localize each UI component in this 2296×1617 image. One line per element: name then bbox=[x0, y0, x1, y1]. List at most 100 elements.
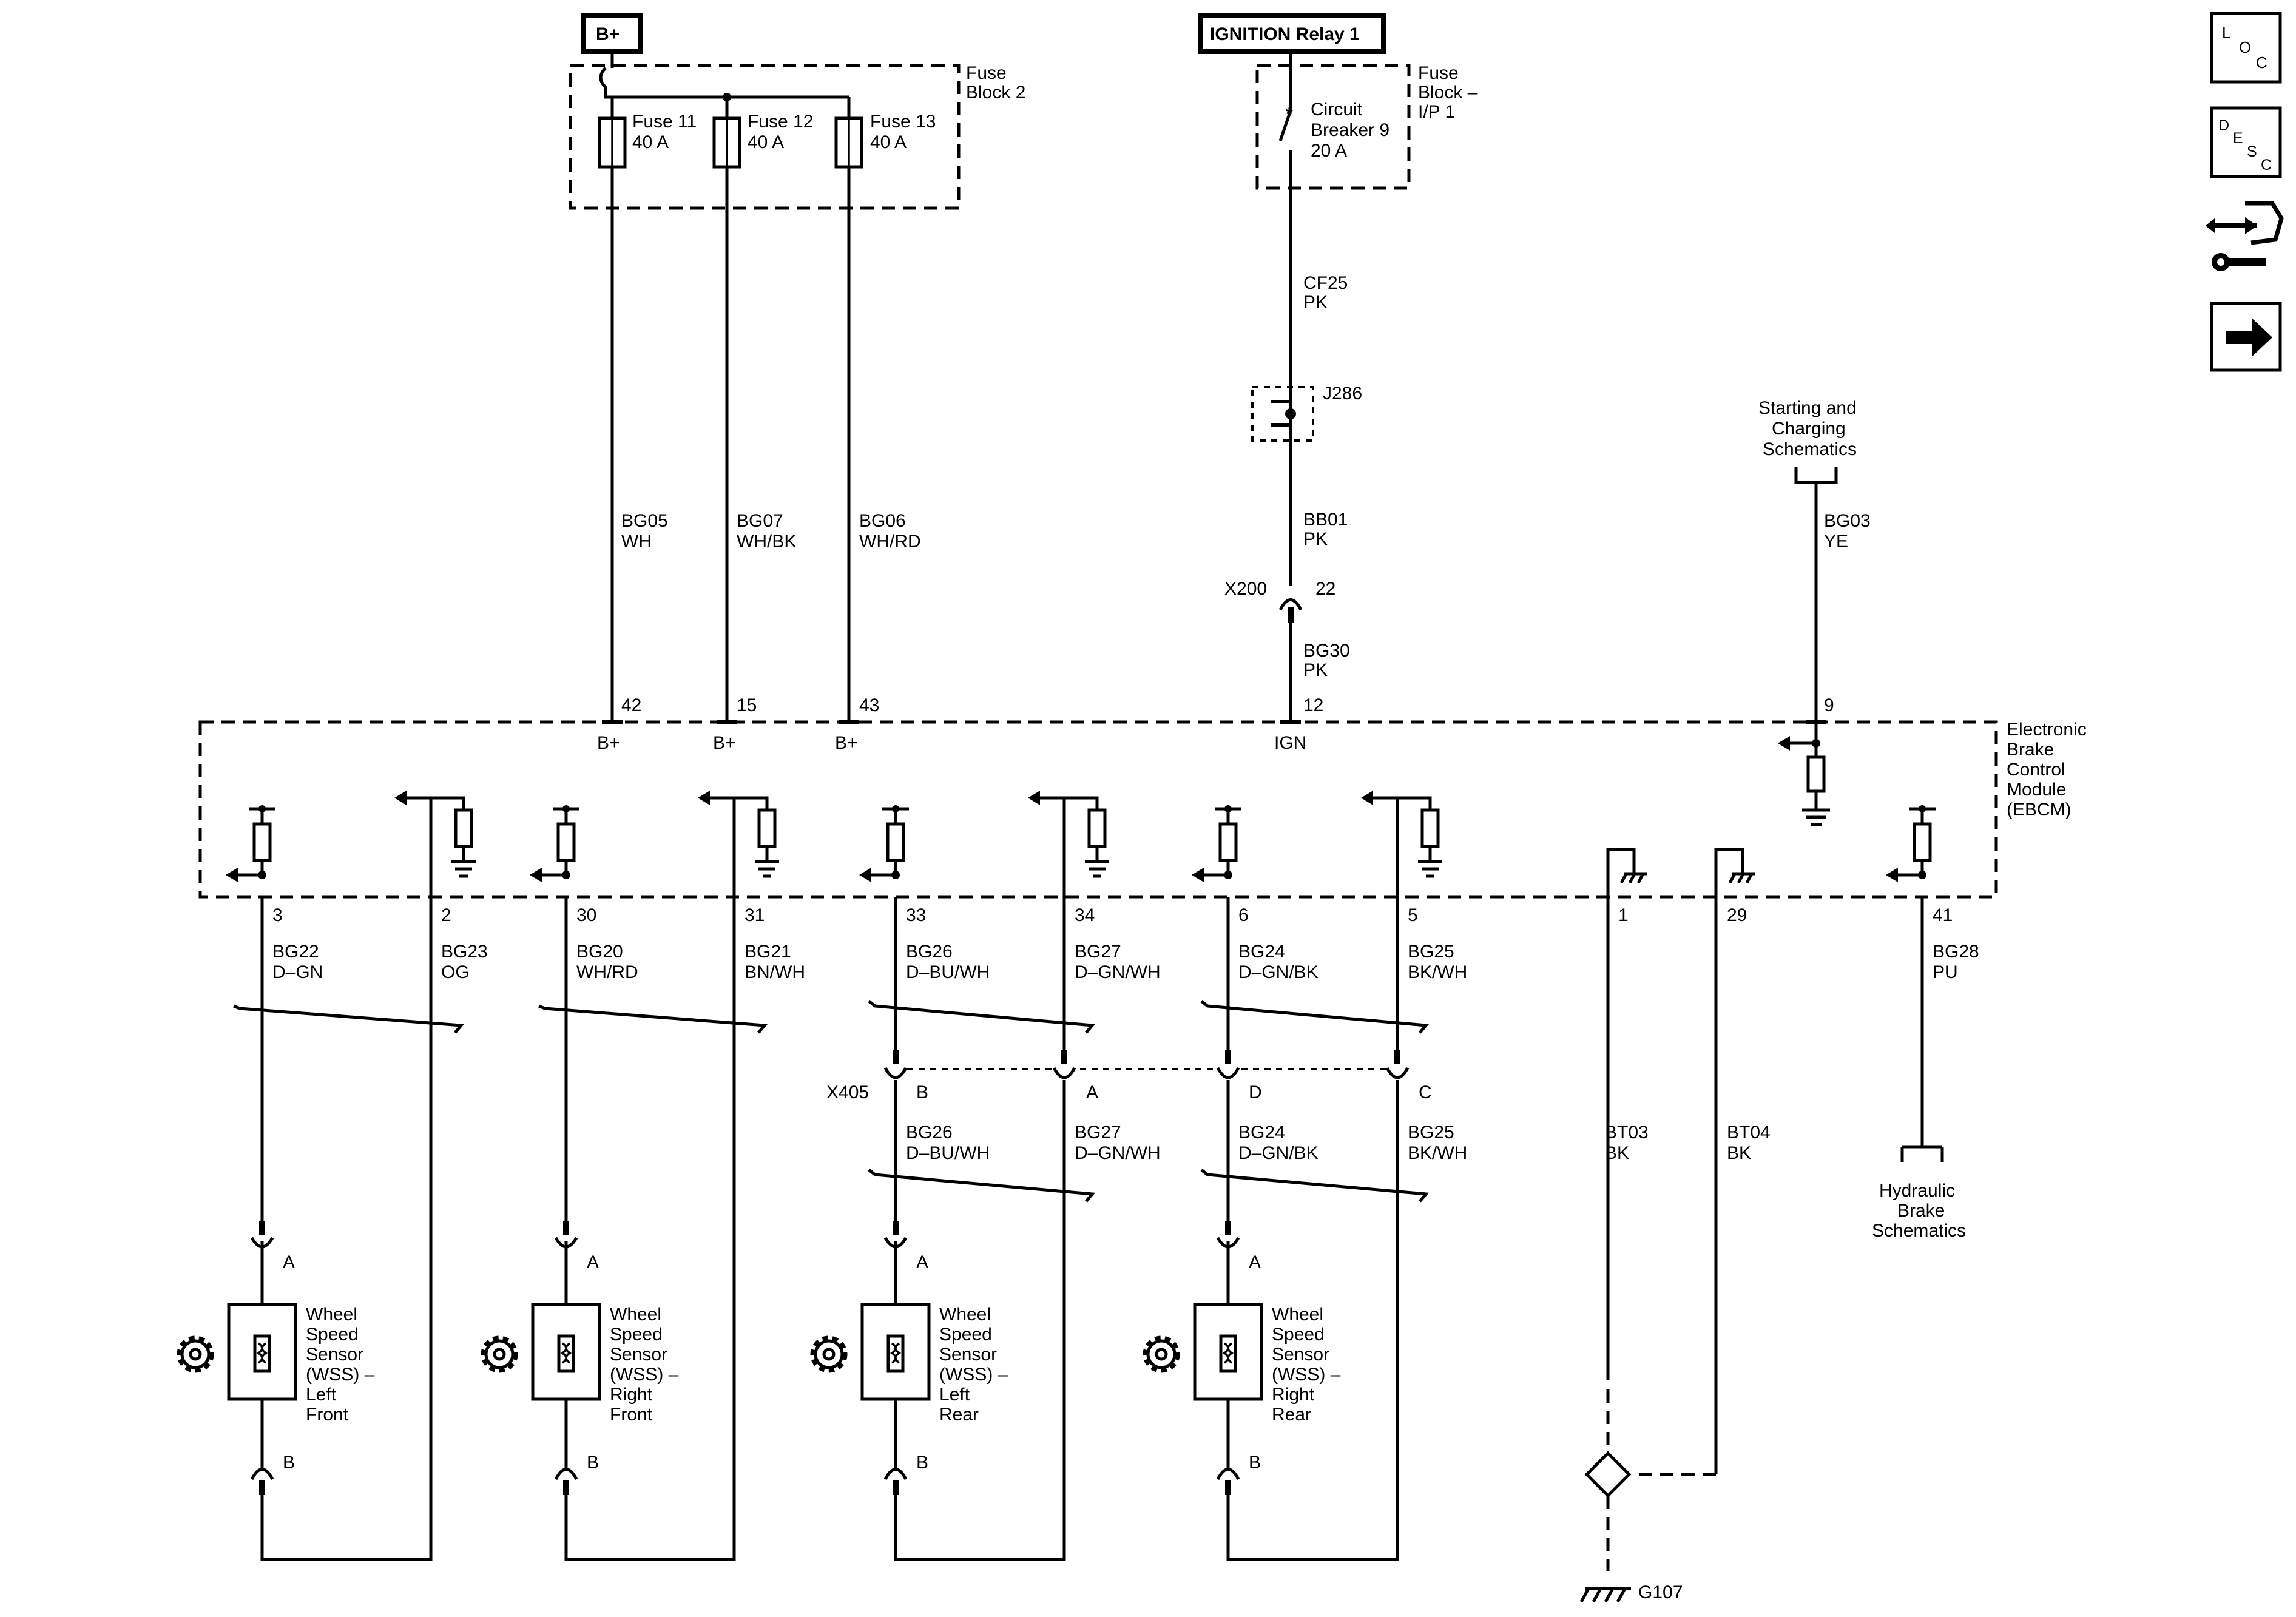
x405-bg27-circuit: BG27 bbox=[1075, 1122, 1121, 1143]
wss-rr-label-4: (WSS) – bbox=[1272, 1365, 1341, 1385]
breaker-label-line3: 20 A bbox=[1311, 141, 1347, 161]
bg24-color: D–GN/BK bbox=[1238, 962, 1319, 982]
bg28-circuit: BG28 bbox=[1933, 942, 1979, 962]
bt03-circuit: BT03 bbox=[1605, 1122, 1649, 1143]
wss-rf-pin-a: A bbox=[587, 1252, 599, 1272]
x405-bg24-color: D–GN/BK bbox=[1238, 1143, 1319, 1163]
wss-rr-pin-a: A bbox=[1249, 1252, 1261, 1272]
x405-pin-c: C bbox=[1419, 1082, 1432, 1102]
wss-left-front: A B Wheel Speed Sensor (WSS) – Left Fron… bbox=[177, 1252, 375, 1473]
x405-bg24-circuit: BG24 bbox=[1238, 1122, 1285, 1143]
wss-right-rear: A B Wheel Speed Sensor (WSS) – Right Rea… bbox=[1143, 1252, 1341, 1473]
cf25-circuit: CF25 bbox=[1303, 273, 1348, 293]
breaker-label-line1: Circuit bbox=[1311, 100, 1363, 120]
j286-label: J286 bbox=[1323, 383, 1362, 403]
wss-lr-label-5: Left bbox=[939, 1385, 970, 1405]
fuse-block-ip: Fuse Block – I/P 1 * Circuit Breaker 9 2… bbox=[1255, 52, 1478, 722]
sensor-connectors bbox=[250, 1221, 1240, 1495]
wss-rf-label-3: Sensor bbox=[610, 1345, 667, 1365]
x405-bg26-circuit: BG26 bbox=[906, 1122, 953, 1143]
bplus-label: B+ bbox=[596, 24, 620, 44]
ebcm-label-line2: Brake bbox=[2007, 740, 2054, 760]
ebcm-ground-circuits bbox=[1606, 848, 1755, 897]
bg24-circuit: BG24 bbox=[1238, 942, 1285, 962]
desc-letter-c: C bbox=[2261, 157, 2272, 174]
desc-letter-e: E bbox=[2233, 130, 2243, 147]
bg06-color: WH/RD bbox=[859, 532, 921, 552]
cf25-color: PK bbox=[1303, 292, 1328, 312]
x405-connector: X405 B A D C BG26 D–BU/WH BG27 D–GN/WH B… bbox=[826, 1050, 1467, 1163]
bg05-circuit: BG05 bbox=[621, 511, 668, 531]
bg28-color: PU bbox=[1933, 962, 1958, 982]
wss-rf-label-6: Front bbox=[610, 1405, 653, 1425]
x200-label: X200 bbox=[1224, 579, 1267, 599]
ebcm-label-line4: Module bbox=[2007, 780, 2066, 800]
bb01-color: PK bbox=[1303, 529, 1328, 549]
fuse-block-2-label-line1: Fuse bbox=[966, 63, 1007, 83]
wss-lf-label-5: Left bbox=[306, 1385, 337, 1405]
wss-lf-label-4: (WSS) – bbox=[306, 1365, 375, 1385]
loc-letter-o: O bbox=[2239, 38, 2251, 56]
bg05-color: WH bbox=[621, 532, 652, 552]
pin-43: 43 bbox=[859, 695, 879, 715]
wss-rf-pin-b: B bbox=[587, 1453, 599, 1473]
fuse-13-name: Fuse 13 bbox=[870, 112, 936, 132]
connector-repair-icon[interactable] bbox=[2206, 201, 2284, 271]
pin-43-label: B+ bbox=[835, 733, 858, 753]
wss-rr-label-6: Rear bbox=[1272, 1405, 1311, 1425]
pin-15-label: B+ bbox=[713, 733, 736, 753]
bg23-color: OG bbox=[441, 962, 470, 982]
bg03-color: YE bbox=[1824, 532, 1848, 552]
desc-icon[interactable]: D E S C bbox=[2210, 106, 2282, 178]
bg06-circuit: BG06 bbox=[859, 511, 906, 531]
bt04-circuit: BT04 bbox=[1727, 1122, 1771, 1143]
fuse-block-ip-label-line1: Fuse bbox=[1418, 63, 1459, 83]
bt04-color: BK bbox=[1727, 1143, 1751, 1163]
loc-icon[interactable]: L O C bbox=[2210, 12, 2282, 84]
g107-label: G107 bbox=[1638, 1582, 1683, 1602]
x405-bg25-color: BK/WH bbox=[1408, 1143, 1467, 1163]
wss-rr-pin-b: B bbox=[1249, 1453, 1261, 1473]
wss-lf-pin-a: A bbox=[283, 1252, 295, 1272]
pin-42: 42 bbox=[621, 695, 641, 715]
starting-ref-line1: Starting and bbox=[1758, 398, 1857, 418]
wss-lr-label-6: Rear bbox=[939, 1405, 979, 1425]
side-nav: L O C D E S C bbox=[2206, 12, 2284, 372]
x405-pin-b: B bbox=[916, 1082, 928, 1102]
x405-bg25-circuit: BG25 bbox=[1408, 1122, 1454, 1143]
bg27-color: D–GN/WH bbox=[1075, 962, 1161, 982]
bg20-circuit: BG20 bbox=[576, 942, 623, 962]
desc-letter-s: S bbox=[2247, 143, 2257, 160]
ebcm-label-line1: Electronic bbox=[2007, 720, 2087, 740]
svg-text:*: * bbox=[1286, 104, 1293, 124]
pin-12-label: IGN bbox=[1274, 733, 1306, 753]
twisted-pair-markers bbox=[233, 1000, 1429, 1203]
power-wire-labels: BG05 WH BG07 WH/BK BG06 WH/RD 42 15 43 B… bbox=[597, 511, 921, 753]
wss-lr-label-1: Wheel bbox=[939, 1305, 991, 1325]
fuse-11-name: Fuse 11 bbox=[632, 112, 697, 132]
sensor-wires bbox=[260, 897, 1399, 1561]
pin-9: 9 bbox=[1824, 695, 1834, 715]
bg26-circuit: BG26 bbox=[906, 942, 953, 962]
gear-icon bbox=[810, 1335, 848, 1373]
wheel-speed-sensors: A B Wheel Speed Sensor (WSS) – Left Fron… bbox=[177, 1221, 1341, 1495]
bplus-source: B+ bbox=[581, 13, 643, 54]
starting-ref-line3: Schematics bbox=[1763, 439, 1857, 459]
bg22-circuit: BG22 bbox=[272, 942, 319, 962]
pin-15: 15 bbox=[737, 695, 757, 715]
starting-ref-line2: Charging bbox=[1772, 419, 1846, 439]
wss-rf-label-1: Wheel bbox=[610, 1305, 661, 1325]
ebcm-module: Electronic Brake Control Module (EBCM) bbox=[198, 720, 2087, 899]
wss-lf-label-2: Speed bbox=[306, 1325, 359, 1345]
ebcm-label-line3: Control bbox=[2007, 760, 2065, 780]
gear-icon bbox=[177, 1335, 214, 1373]
next-arrow-icon[interactable] bbox=[2210, 302, 2282, 372]
wss-right-front: A B Wheel Speed Sensor (WSS) – Right Fro… bbox=[481, 1252, 679, 1473]
starting-charging-feed: Starting and Charging Schematics BG03 YE… bbox=[1758, 398, 1871, 826]
wss-lr-pin-b: B bbox=[916, 1453, 928, 1473]
bg27-circuit: BG27 bbox=[1075, 942, 1121, 962]
wss-rr-label-2: Speed bbox=[1272, 1325, 1325, 1345]
bg07-circuit: BG07 bbox=[737, 511, 783, 531]
fuse-block-2: Fuse Block 2 Fuse 11 40 A Fuse 12 40 A F… bbox=[569, 52, 1025, 722]
